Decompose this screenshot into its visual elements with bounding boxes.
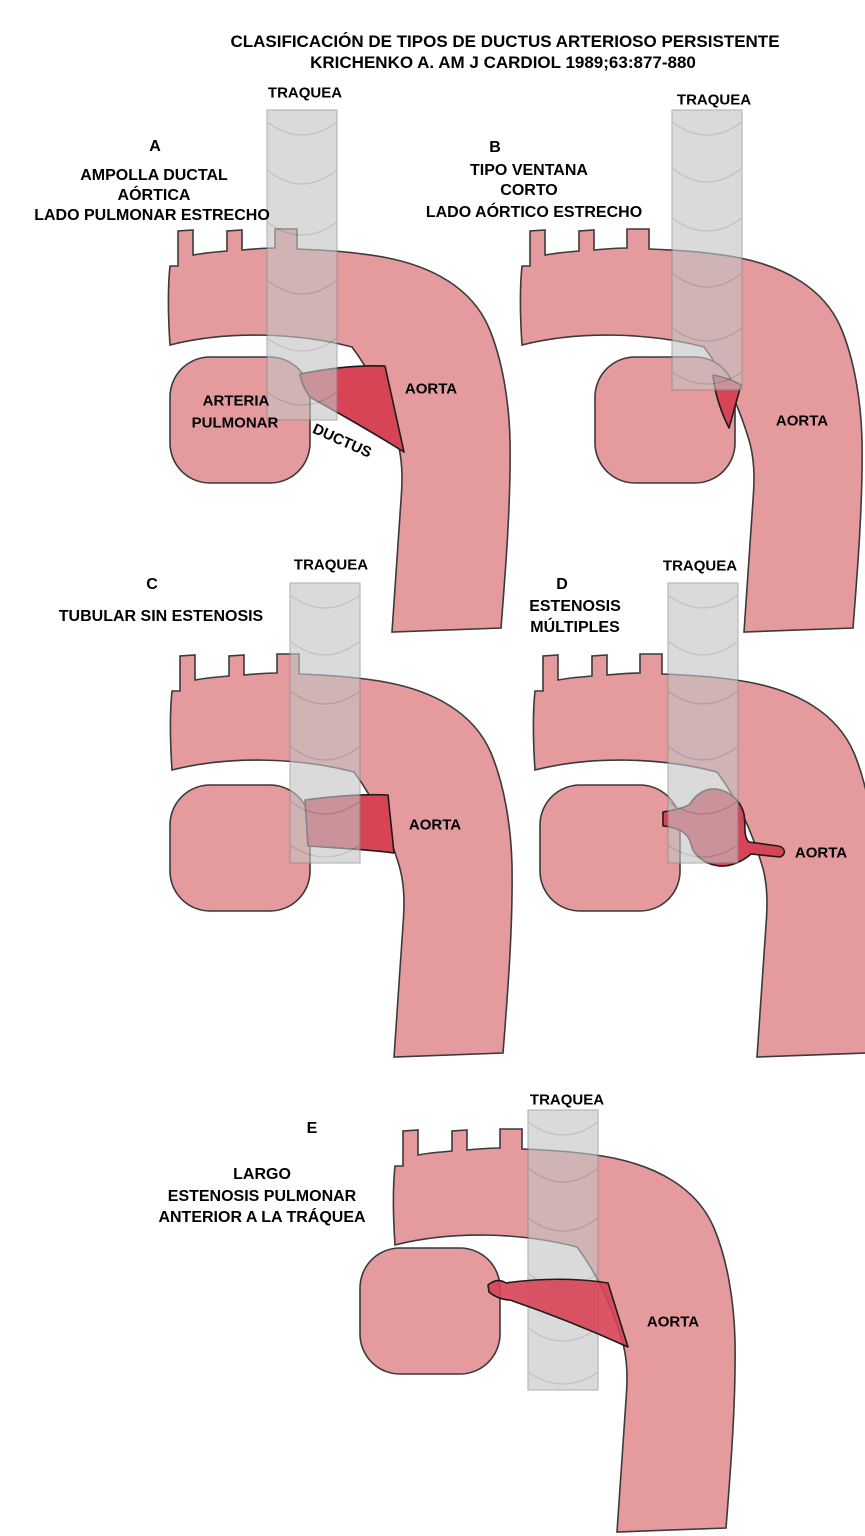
pulmonary-artery: [359, 1247, 501, 1375]
panel-a-anatomy: [167, 109, 511, 633]
panel-d-trachea-label: TRAQUEA: [662, 557, 738, 575]
panel-b-anatomy: [519, 109, 863, 633]
panel-c-trachea-label: TRAQUEA: [293, 556, 369, 574]
trachea-band: [289, 582, 361, 864]
panel-e-desc-line: LARGO: [233, 1166, 291, 1183]
trachea-band: [527, 1109, 599, 1391]
panel-b-aorta-label: AORTA: [775, 412, 829, 430]
panel-c-aorta-label: AORTA: [408, 816, 462, 834]
panel-b-desc-line: LADO AÓRTICO ESTRECHO: [425, 204, 643, 221]
panel-b-desc-line: TIPO VENTANA: [470, 162, 588, 179]
panel-d-letter: D: [556, 576, 568, 593]
panel-e-anatomy: [359, 1109, 736, 1533]
panel-a-desc-line: LADO PULMONAR ESTRECHO: [34, 207, 270, 224]
panel-c-anatomy: [169, 582, 513, 1058]
trachea-band: [671, 109, 743, 391]
panel-b-desc-line: CORTO: [500, 182, 558, 199]
panel-b-letter: B: [489, 139, 501, 156]
panel-d-desc-line: ESTENOSIS: [529, 598, 621, 615]
panel-a-letter: A: [149, 138, 161, 155]
panel-c-desc-line: TUBULAR SIN ESTENOSIS: [58, 608, 264, 625]
panel-a-trachea-label: TRAQUEA: [267, 84, 343, 102]
diagram-title: CLASIFICACIÓN DE TIPOS DE DUCTUS ARTERIO…: [230, 32, 780, 51]
panel-e-aorta-label: AORTA: [646, 1313, 700, 1331]
trachea-band: [667, 582, 739, 864]
panel-e-desc-line: ESTENOSIS PULMONAR: [167, 1188, 357, 1205]
ductus-shape: [487, 1278, 629, 1348]
panel-a-desc-line: AMPOLLA DUCTAL: [80, 167, 228, 184]
panel-a-desc-line: AÓRTICA: [117, 187, 191, 204]
diagram-subtitle: KRICHENKO A. AM J CARDIOL 1989;63:877-88…: [310, 53, 696, 72]
pulmonary-artery: [169, 784, 311, 912]
trachea-band: [266, 109, 338, 421]
panel-d-desc-line: MÚLTIPLES: [530, 619, 620, 636]
panel-d-aorta-label: AORTA: [794, 844, 848, 862]
panel-a-pulmonary-artery-label: PULMONAR: [191, 414, 279, 432]
panel-a-aorta-label: AORTA: [404, 380, 458, 398]
panel-b-trachea-label: TRAQUEA: [676, 91, 752, 109]
panel-e-trachea-label: TRAQUEA: [529, 1091, 605, 1109]
panel-e-letter: E: [306, 1120, 318, 1137]
pulmonary-artery: [539, 784, 681, 912]
panel-e-desc-line: ANTERIOR A LA TRÁQUEA: [158, 1209, 366, 1226]
panel-a-pulmonary-artery-label: ARTERIA: [202, 392, 270, 410]
panel-d-anatomy: [532, 582, 865, 1058]
panel-c-letter: C: [146, 576, 158, 593]
